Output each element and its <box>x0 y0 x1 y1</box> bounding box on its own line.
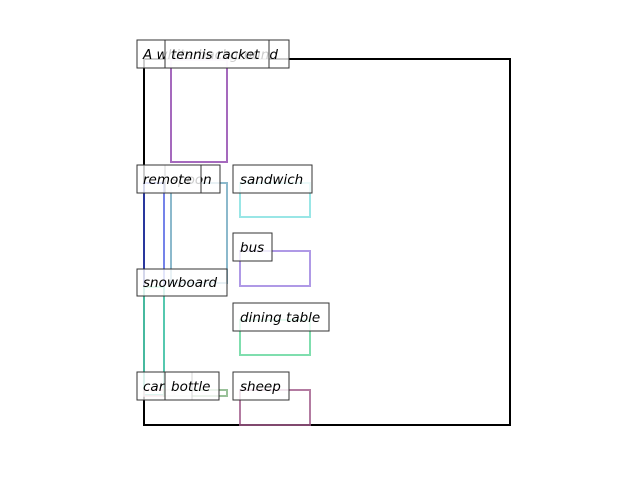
svg-text:sandwich: sandwich <box>240 172 303 188</box>
svg-text:car: car <box>143 379 166 395</box>
label-sandwich: sandwich <box>232 164 313 194</box>
bus-box <box>239 250 311 287</box>
svg-text:bottle: bottle <box>171 379 210 395</box>
label-sheep: sheep <box>232 371 290 401</box>
label-tennis-racket: tennis racket <box>164 39 270 69</box>
label-bus: bus <box>232 232 273 262</box>
svg-text:bus: bus <box>240 240 264 256</box>
svg-text:dining table: dining table <box>240 310 320 326</box>
label-bottle: bottle <box>164 371 220 401</box>
label-remote: remote <box>136 164 202 194</box>
spoon-box <box>170 182 228 284</box>
label-snowboard: snowboard <box>136 268 228 297</box>
svg-text:remote: remote <box>143 172 192 188</box>
svg-text:snowboard: snowboard <box>143 275 218 291</box>
svg-text:tennis racket: tennis racket <box>171 47 260 63</box>
tennis-racket-box <box>170 59 228 163</box>
frame-box <box>143 58 511 426</box>
label-dining-table: dining table <box>232 302 330 332</box>
svg-text:sheep: sheep <box>240 379 281 395</box>
